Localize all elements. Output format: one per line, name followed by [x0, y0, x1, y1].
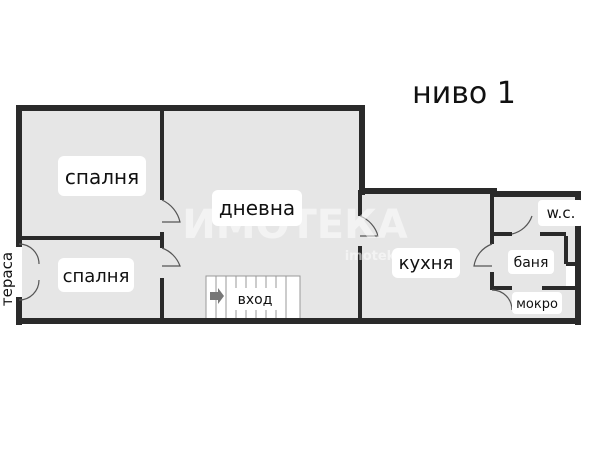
door-wc-icon: [511, 215, 533, 235]
label-bg-living: [212, 190, 302, 226]
label-living: дневна: [219, 196, 295, 220]
label-terrace: тераса: [0, 252, 16, 306]
label-kitchen: кухня: [399, 253, 454, 274]
label-bg-wc: [538, 200, 584, 226]
door-wet-icon: [491, 289, 513, 311]
label-bg-bedroom-bottom: [58, 258, 134, 292]
label-bg-entrance: [230, 288, 280, 310]
level-label-bg: [408, 64, 518, 118]
door-bedroom-bottom-icon: [161, 247, 181, 267]
doors: [18, 199, 533, 311]
label-bg-wet: [512, 292, 562, 314]
door-terrace-icon: [18, 243, 40, 301]
door-kitchen-icon: [359, 215, 379, 237]
entrance-arrow-icon: [210, 288, 224, 304]
label-bedroom-top: спалня: [65, 165, 139, 189]
label-bedroom-bottom: спалня: [63, 266, 130, 287]
staircase: [205, 275, 301, 321]
label-wet: мокро: [516, 297, 558, 312]
label-bg-bedroom-top: [58, 156, 146, 196]
label-bg-terrace: [0, 240, 16, 318]
label-wc: w.c.: [547, 204, 576, 222]
door-bathroom-icon: [473, 243, 493, 267]
door-bedroom-top-icon: [161, 199, 181, 223]
label-entrance: вход: [238, 292, 273, 308]
label-bathroom: баня: [514, 255, 549, 271]
watermark-site: imotek: [345, 249, 396, 264]
label-bg-bathroom: [508, 250, 554, 274]
level-label: ниво 1: [412, 76, 516, 111]
walls: [16, 105, 581, 325]
label-bg-kitchen: [392, 248, 460, 278]
